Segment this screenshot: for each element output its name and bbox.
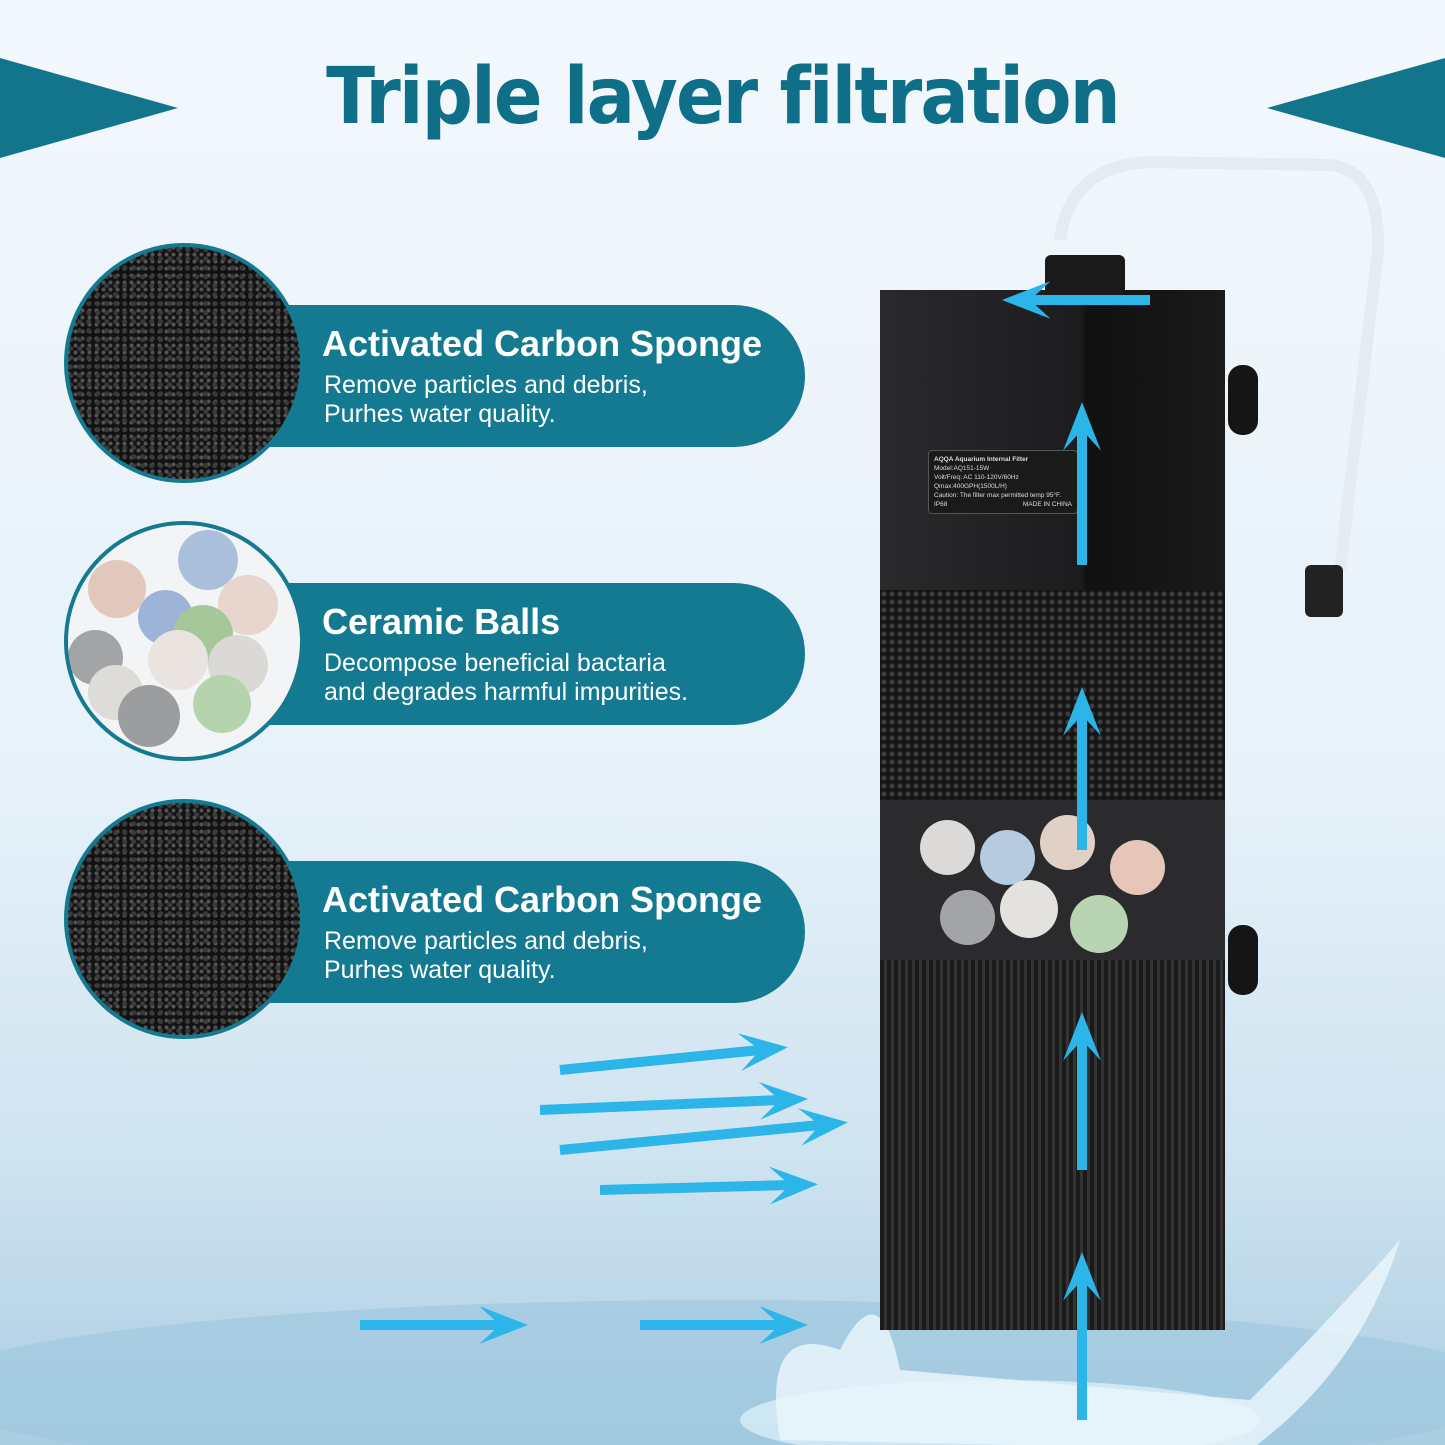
description-line: Decompose beneficial bactaria (324, 649, 666, 677)
right-arrow-icon (539, 1081, 808, 1120)
right-banner-triangle (1267, 58, 1445, 158)
carbon-sponge-image (64, 243, 304, 483)
label-model: Model:AQ151-15W (934, 465, 990, 472)
feature-heading: Ceramic Balls (322, 601, 561, 642)
description-line: Purhes water quality. (324, 956, 556, 984)
label-volt: Volt/Freq: AC 110-120V/60Hz (934, 474, 1019, 481)
label-origin: MADE IN CHINA (1022, 501, 1072, 508)
feature-heading: Activated Carbon Sponge (322, 323, 763, 364)
feature-heading: Activated Carbon Sponge (322, 879, 763, 920)
carbon-sponge-layer-bottom (880, 960, 1225, 1330)
aquarium-filter-product: AQQA Aquarium Internal Filter Model:AQ15… (880, 290, 1225, 1330)
label-brand: AQQA Aquarium Internal Filter (934, 456, 1029, 463)
label-caution: Caution: The filter max permitted temp 9… (934, 492, 1062, 499)
water-splash (0, 1240, 1445, 1445)
feature-description: Remove particles and debris, Purhes wate… (324, 371, 648, 429)
filter-motor-head: AQQA Aquarium Internal Filter Model:AQ15… (880, 290, 1225, 590)
ceramic-balls-layer (880, 800, 1225, 960)
label-qmax: Qmax:400GPH(1500L/H) (934, 483, 1007, 490)
description-line: Remove particles and debris, (324, 927, 648, 955)
label-ip: IP68 (934, 501, 948, 508)
description-line: Remove particles and debris, (324, 371, 648, 399)
ceramic-balls-image (64, 521, 304, 761)
carbon-sponge-layer-top (880, 590, 1225, 800)
left-banner-triangle (0, 58, 178, 158)
description-line: and degrades harmful impurities. (324, 678, 689, 706)
description-line: Purhes water quality. (324, 400, 556, 428)
product-label: AQQA Aquarium Internal Filter Model:AQ15… (928, 450, 1078, 514)
suction-cup (1228, 925, 1258, 995)
feature-description: Remove particles and debris, Purhes wate… (324, 927, 648, 985)
suction-cup (1228, 365, 1258, 435)
carbon-sponge-image (64, 799, 304, 1039)
page-title: Triple layer filtration (326, 52, 1121, 142)
feature-description: Decompose beneficial bactaria and degrad… (324, 649, 688, 707)
right-arrow-icon (559, 1033, 788, 1075)
right-arrow-icon (559, 1108, 848, 1155)
